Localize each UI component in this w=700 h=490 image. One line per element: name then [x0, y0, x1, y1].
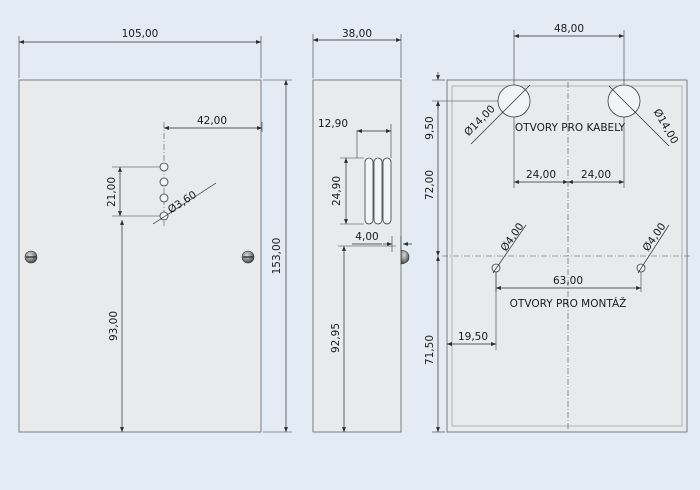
- screw-right-icon: [241, 250, 255, 264]
- front-hole-2: [159, 177, 169, 187]
- mount-hole-left: [491, 263, 501, 273]
- cable-half-right-dim: 24,00: [581, 169, 611, 181]
- vent-slot-3: [382, 157, 392, 225]
- slot-length-dim: 24,90: [331, 176, 343, 206]
- front-view: 105,00 153,00 42,00 21,00 Ø3,60 93,00: [18, 28, 292, 433]
- mount-holes-label: OTVORY PRO MONTÁŽ: [510, 297, 627, 310]
- slot-height-dim: 92,95: [330, 323, 342, 353]
- slot-offset-dim: 12,90: [318, 118, 348, 130]
- cable-spacing-dim: 48,00: [554, 23, 584, 35]
- vent-slot-1: [364, 157, 374, 225]
- hole-offset-dim: 42,00: [197, 115, 227, 127]
- front-hole-1: [159, 162, 169, 172]
- hole-spacing-dim: 21,00: [106, 177, 118, 207]
- front-panel: [18, 79, 262, 433]
- screw-left-icon: [24, 250, 38, 264]
- hole-height-dim: 93,00: [108, 311, 120, 341]
- side-depth-dim: 38,00: [342, 28, 372, 40]
- front-width-dim: 105,00: [122, 28, 159, 40]
- front-hole-3: [159, 193, 169, 203]
- cable-holes-label: OTVORY PRO KABELY: [515, 122, 626, 134]
- cable-half-left-dim: 24,00: [526, 169, 556, 181]
- side-view: 38,00 12,90 24,90 4,00 92,95: [312, 28, 412, 433]
- bottom-offset-dim: 71,50: [424, 335, 436, 365]
- top-offset-dim: 9,50: [424, 116, 436, 139]
- vertical-gap-dim: 72,00: [424, 170, 436, 200]
- mount-spacing-dim: 63,00: [553, 275, 583, 287]
- slot-width-dim: 4,00: [355, 231, 378, 243]
- back-view: 48,00 Ø14,00 Ø14,00 OTVORY PRO KABELY 9,…: [424, 23, 692, 433]
- side-screw-icon: [400, 249, 410, 265]
- front-height-dim: 153,00: [271, 238, 283, 275]
- mount-side-offset-dim: 19,50: [458, 331, 488, 343]
- vent-slot-2: [373, 157, 383, 225]
